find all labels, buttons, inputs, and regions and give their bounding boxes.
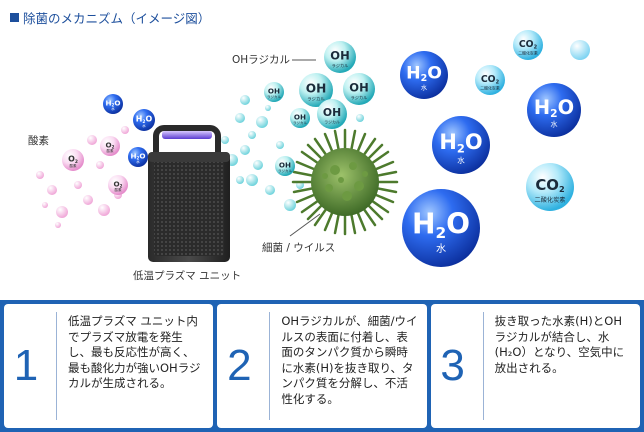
- o2-formula: O2: [68, 155, 78, 165]
- virus-label: 細菌 / ウイルス: [262, 242, 336, 254]
- h2o-caption: 水: [551, 120, 558, 129]
- o2-formula: O2: [114, 179, 123, 188]
- h2o-caption: 水: [111, 106, 115, 111]
- oh-caption: ラジカル: [278, 168, 292, 173]
- h2o-formula: H2O: [106, 98, 121, 107]
- radical-particle-small: [356, 114, 364, 122]
- oh-formula: OH: [294, 112, 306, 121]
- co2-caption: 二酸化炭素: [518, 50, 538, 55]
- oxygen-label: 酸素: [28, 135, 49, 147]
- step-card-2: 2 OHラジカルが、細菌/ウイルスの表面に付着し、表面のタンパク質から瞬時に水素…: [217, 304, 427, 428]
- step-text: OHラジカルが、細菌/ウイルスの表面に付着し、表面のタンパク質から瞬時に水素(H…: [281, 314, 418, 406]
- step-number: 1: [13, 341, 39, 390]
- diagram-graphic: O2酸素O2酸素O2酸素H2O水H2O水H2O水OHラジカルOHラジカルOHラジ…: [36, 30, 590, 267]
- step-divider: [269, 312, 271, 420]
- step-number: 3: [440, 341, 465, 390]
- oh-radical-label: OHラジカル: [232, 54, 290, 66]
- oh-caption: ラジカル: [351, 95, 368, 101]
- h2o-formula: H2O: [131, 151, 146, 160]
- h2o-caption: 水: [436, 243, 446, 255]
- step-text: 抜き取った水素(H)とOHラジカルが結合し、水(H₂O）となり、空気中に放出され…: [494, 314, 625, 375]
- oh-formula: OH: [330, 48, 349, 62]
- co2-formula: CO2: [535, 176, 564, 194]
- plasma-unit-label: 低温プラズマ ユニット: [133, 270, 242, 282]
- oh-formula: OH: [268, 86, 280, 95]
- h2o-caption: 水: [457, 155, 465, 165]
- virus-label-line: [289, 213, 321, 237]
- diagram-title-text: 除菌のメカニズム（イメージ図）: [23, 11, 211, 26]
- h2o-caption: 水: [136, 159, 140, 164]
- co2-formula: CO2: [519, 39, 538, 50]
- oh-molecule: OHラジカル: [290, 108, 310, 128]
- o2-caption: 酸素: [107, 148, 114, 153]
- oh-molecule: OHラジカル: [275, 156, 295, 176]
- radical-particles: [221, 95, 335, 211]
- oh-molecule: OH ラジカル: [299, 73, 333, 107]
- oh-caption: ラジカル: [293, 120, 307, 125]
- co2-caption: 二酸化炭素: [480, 85, 500, 90]
- oh-molecule: OHラジカル: [264, 82, 284, 102]
- h2o-formula: H2O: [534, 96, 574, 120]
- plasma-unit: [148, 125, 230, 262]
- oh-caption: ラジカル: [324, 119, 340, 124]
- step-card-1: 1 低温プラズマ ユニット内でプラズマ放電を発生し、最も反応性が高く、最も酸化力…: [4, 304, 214, 428]
- oh-formula: OH: [306, 81, 327, 95]
- h2o-caption: 水: [421, 84, 428, 92]
- oh-molecule: OHラジカル: [343, 73, 375, 105]
- mechanism-diagram: 除菌のメカニズム（イメージ図）: [10, 8, 590, 282]
- h2o-formula: H2O: [406, 63, 442, 84]
- step-divider: [56, 312, 57, 420]
- steps-panel: 1 低温プラズマ ユニット内でプラズマ放電を発生し、最も反応性が高く、最も酸化力…: [0, 300, 644, 432]
- h2o-formula: H2O: [412, 208, 470, 242]
- o2-caption: 酸素: [70, 163, 77, 168]
- oh-caption: ラジカル: [307, 97, 325, 103]
- oh-caption: ラジカル: [267, 94, 281, 99]
- oh-molecule: OHラジカル: [324, 41, 356, 73]
- oh-caption: ラジカル: [332, 63, 349, 69]
- sky-particle: [570, 40, 590, 60]
- o2-formula: O2: [106, 140, 115, 149]
- diagram-title: 除菌のメカニズム（イメージ図）: [10, 8, 210, 27]
- oh-formula: OH: [279, 160, 291, 169]
- step-text: 低温プラズマ ユニット内でプラズマ放電を発生し、最も反応性が高く、最も酸化力が強…: [68, 314, 201, 390]
- co2-formula: CO2: [481, 74, 500, 85]
- step-card-3: 3 抜き取った水素(H)とOHラジカルが結合し、水(H₂O）となり、空気中に放出…: [430, 304, 640, 428]
- h2o-caption: 水: [142, 123, 146, 128]
- h2o-formula: H2O: [439, 130, 482, 155]
- co2-caption: 二酸化炭素: [535, 196, 566, 204]
- step-divider: [482, 312, 484, 420]
- oh-formula: OH: [323, 106, 341, 119]
- virus-graphic: [291, 128, 399, 236]
- oh-formula: OH: [349, 80, 368, 94]
- step-number: 2: [227, 341, 252, 390]
- o2-caption: 酸素: [115, 187, 122, 192]
- h2o-formula: H2O: [136, 115, 153, 125]
- title-square-icon: [10, 13, 19, 22]
- co2-molecule: CO2 二酸化炭素: [526, 163, 574, 211]
- oh-molecule: OHラジカル: [317, 99, 347, 129]
